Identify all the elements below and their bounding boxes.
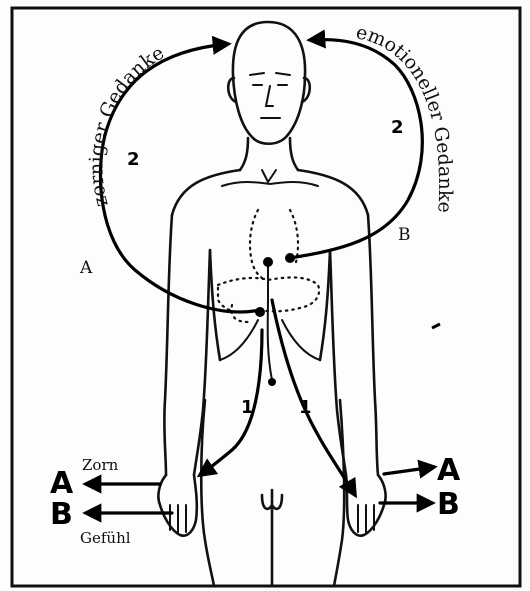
torso-right-side — [320, 250, 330, 360]
left-eyebrow — [250, 73, 264, 75]
left-shoulder — [172, 170, 240, 215]
neck-right — [290, 138, 298, 170]
left-arc-number: 2 — [127, 149, 140, 170]
right-arc-number: 2 — [391, 117, 404, 138]
right-b-big: B — [437, 487, 460, 522]
nose — [266, 86, 273, 106]
left-path-number: 1 — [241, 397, 254, 418]
node-right-thought — [285, 253, 295, 263]
left-a-big: A — [50, 466, 74, 501]
right-path-number: 1 — [299, 397, 312, 418]
lung-left-dotted — [250, 210, 262, 278]
left-arm-outer — [164, 215, 172, 475]
left-hip — [201, 400, 214, 586]
node-left-thought — [255, 307, 265, 317]
node-lower — [268, 378, 276, 386]
left-b-big: B — [50, 497, 73, 532]
sternal-notch — [262, 170, 276, 182]
left-arc-label: zorniger Gedanke — [85, 42, 168, 209]
clavicle — [222, 182, 318, 186]
ribcage-left — [220, 320, 258, 360]
right-arc-label: emotioneller Gedanke — [354, 21, 456, 213]
torso-left-side — [210, 250, 220, 360]
right-a-big: A — [437, 453, 461, 488]
node-upper — [263, 257, 273, 267]
right-arrow-a — [384, 467, 434, 474]
zorn-label: Zorn — [82, 456, 119, 474]
right-arm-outer — [368, 215, 378, 475]
neck-left — [240, 138, 248, 170]
ribcage-right — [282, 320, 320, 360]
point-b-label: B — [398, 225, 411, 245]
head-outline — [233, 22, 305, 144]
right-eyebrow — [276, 73, 290, 75]
right-shoulder — [298, 170, 368, 215]
gefuehl-label: Gefühl — [80, 529, 131, 547]
stray-mark — [432, 324, 440, 328]
genital-symbol — [262, 490, 282, 586]
point-a-label: A — [79, 258, 93, 278]
